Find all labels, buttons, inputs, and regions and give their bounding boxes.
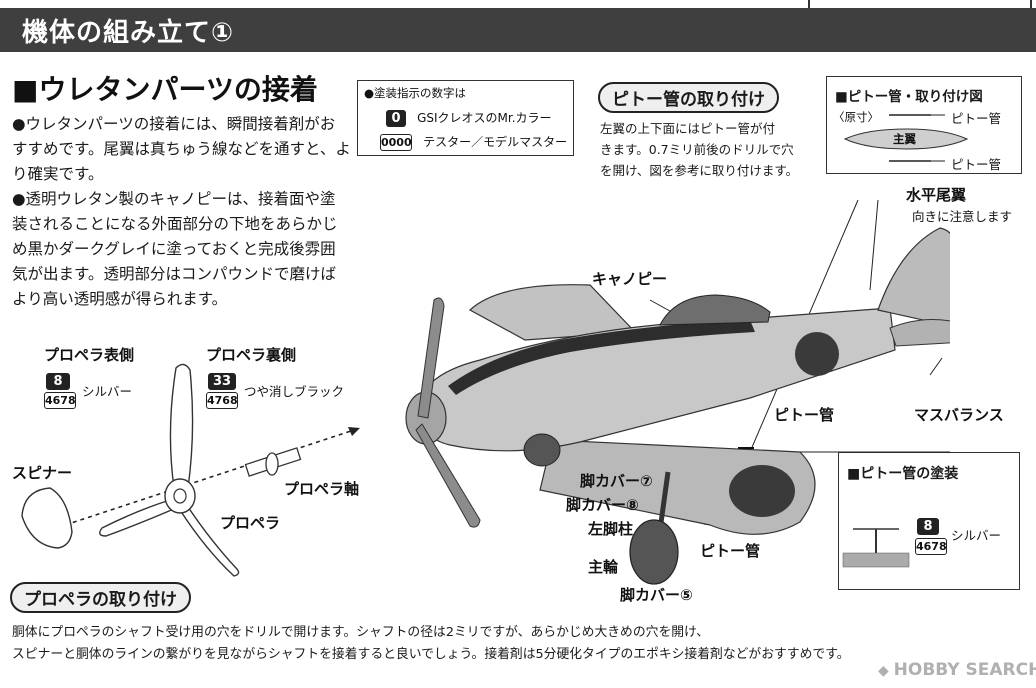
urethane-line: り確実です。 xyxy=(12,165,104,183)
color-badge-light: 4768 xyxy=(206,392,238,409)
pitot-line: 左翼の上下面にはピトー管が付 xyxy=(600,121,776,136)
pitot-label-bottom: ピトー管 xyxy=(951,157,1002,172)
watermark: ◆ HOBBY SEARCH xyxy=(878,660,1036,680)
urethane-title: ■ウレタンパーツの接着 xyxy=(12,73,318,106)
prop-mount-text: 胴体にプロペラのシャフト受け用の穴をドリルで開けます。シャフトの径は2ミリですが… xyxy=(12,622,1022,666)
prop-mount-line: 胴体にプロペラのシャフト受け用の穴をドリルで開けます。シャフトの径は2ミリですが… xyxy=(12,625,709,640)
header-bar xyxy=(0,8,1036,52)
prop-mount-title: プロペラの取り付け xyxy=(10,582,191,613)
pitot-label-top: ピトー管 xyxy=(951,111,1002,126)
legend-text: GSIクレオスのMr.カラー xyxy=(417,111,552,125)
label-left-strut: 左脚柱 xyxy=(588,520,634,538)
legend-text: テスター／モデルマスター xyxy=(423,135,568,149)
pitot-paint-badge: 4678 xyxy=(915,535,947,555)
label-horizontal-tail: 水平尾翼 xyxy=(906,186,967,204)
label-leg-cover-7: 脚カバー⑦ xyxy=(580,472,653,490)
label-leg-cover-8: 脚カバー⑧ xyxy=(566,496,639,514)
prop-back-badge: 4768 xyxy=(206,389,238,409)
pitot-paint-color: シルバー xyxy=(951,528,1002,543)
color-badge-dark: 8 xyxy=(917,518,939,535)
prop-back-badge: 33 xyxy=(208,370,236,390)
label-propeller: プロペラ xyxy=(220,514,281,532)
label-tail-note: 向きに注意します xyxy=(912,209,1013,224)
label-mass-balance: マスバランス xyxy=(914,406,1004,424)
pitot-paint-title: ■ピトー管の塗装 xyxy=(847,466,959,482)
label-leg-cover-5: 脚カバー⑤ xyxy=(620,586,693,604)
color-badge-dark: 8 xyxy=(46,373,70,390)
urethane-text: ●ウレタンパーツの接着には、瞬間接着剤がお すすめです。尾翼は真ちゅう線などを通… xyxy=(12,112,357,312)
label-pitot-1: ピトー管 xyxy=(774,406,835,424)
urethane-line: より高い透明感が得られます。 xyxy=(12,290,228,308)
scale-note: 〈原寸〉 xyxy=(833,110,879,124)
prop-front-color: シルバー xyxy=(82,384,133,399)
legend-badge-dark: 0 xyxy=(386,110,406,127)
legend-badge-light: 0000 xyxy=(380,134,412,151)
wing-label: 主翼 xyxy=(893,132,916,146)
pitot-mount-panel: ■ピトー管・取り付け図 〈原寸〉 主翼 ピトー管 ピトー管 xyxy=(826,76,1022,174)
label-canopy: キャノピー xyxy=(592,270,668,288)
label-propeller-shaft: プロペラ軸 xyxy=(284,480,360,498)
pitot-section-text: 左翼の上下面にはピトー管が付 きます。0.7ミリ前後のドリルで穴 を開け、図を参… xyxy=(600,118,798,181)
pitot-paint-panel: ■ピトー管の塗装 8 4678 シルバー xyxy=(838,452,1020,590)
prop-front-label: プロペラ表側 xyxy=(44,346,135,364)
label-main-wheel: 主輪 xyxy=(588,558,619,576)
urethane-line: 装されることになる外面部分の下地をあらかじ xyxy=(12,215,338,233)
pitot-paint-badge: 8 xyxy=(917,515,939,535)
pitot-paint-diagram xyxy=(842,528,910,568)
legend-row: 0 GSIクレオスのMr.カラー xyxy=(386,107,552,127)
wing-section-diagram xyxy=(843,114,969,162)
watermark-icon: ◆ xyxy=(878,663,894,679)
aircraft-illustration xyxy=(405,199,950,585)
urethane-line: すすめです。尾翼は真ちゅう線などを通すと、よ xyxy=(12,140,351,158)
urethane-line: ●ウレタンパーツの接着には、瞬間接着剤がお xyxy=(12,115,336,133)
pitot-line: きます。0.7ミリ前後のドリルで穴 xyxy=(600,142,794,157)
urethane-line: 気が出ます。透明部分はコンパウンドで磨けば xyxy=(12,265,336,283)
pitot-section-title: ピトー管の取り付け xyxy=(598,82,779,113)
prop-mount-line: スピナーと胴体のラインの繋がりを見ながらシャフトを接着すると良いでしょう。接着剤… xyxy=(12,647,850,662)
prop-front-badge: 4678 xyxy=(44,389,76,409)
prop-front-badge: 8 xyxy=(46,370,70,390)
prop-back-label: プロペラ裏側 xyxy=(206,346,297,364)
label-pitot-2: ピトー管 xyxy=(700,542,761,560)
legend-row: 0000 テスター／モデルマスター xyxy=(380,131,567,151)
watermark-text: HOBBY SEARCH xyxy=(893,660,1036,680)
legend-title: ●塗装指示の数字は xyxy=(364,86,467,100)
color-badge-light: 4678 xyxy=(44,392,76,409)
pitot-mount-title: ■ピトー管・取り付け図 xyxy=(835,89,983,105)
label-spinner: スピナー xyxy=(12,464,73,482)
page-title: 機体の組み立て① xyxy=(22,18,235,48)
urethane-line: ●透明ウレタン製のキャノピーは、接着面や塗 xyxy=(12,190,336,208)
propeller-parts-diagram xyxy=(21,363,361,577)
paint-legend: ●塗装指示の数字は 0 GSIクレオスのMr.カラー 0000 テスター／モデル… xyxy=(357,80,574,156)
color-badge-dark: 33 xyxy=(208,373,236,390)
pitot-line: を開け、図を参考に取り付けます。 xyxy=(600,163,799,178)
prop-back-color: つや消しブラック xyxy=(244,384,345,399)
color-badge-light: 4678 xyxy=(915,538,947,555)
urethane-line: め黒かダークグレイに塗っておくと完成後雰囲 xyxy=(12,240,336,258)
